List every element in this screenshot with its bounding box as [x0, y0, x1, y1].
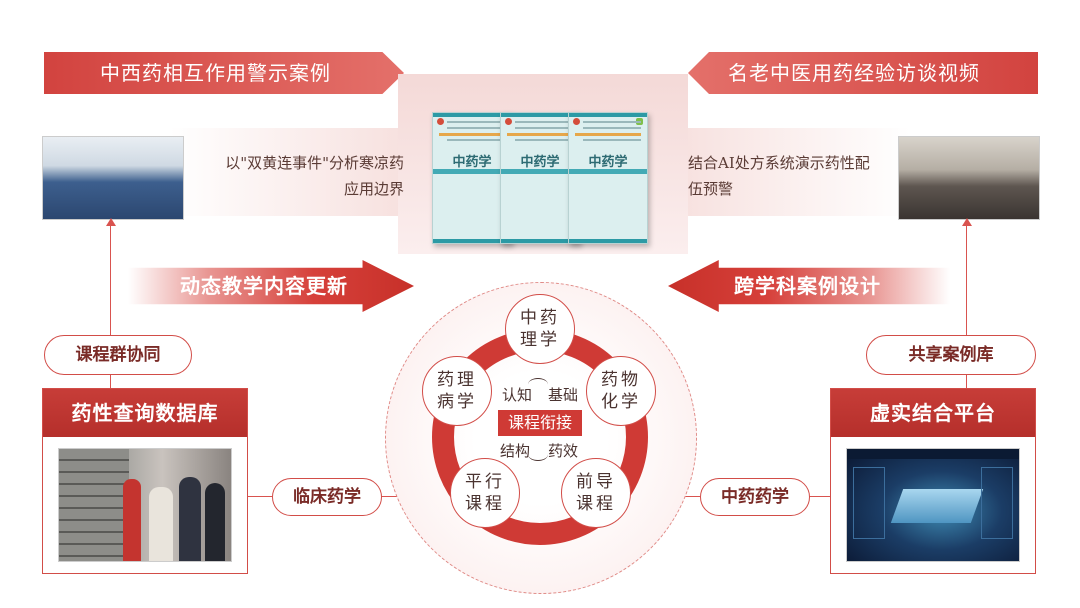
classroom-photo-left: [42, 136, 184, 220]
inner-label-cognition: 认知: [502, 386, 533, 404]
virtual-platform-screenshot: [846, 448, 1020, 562]
connector-line: [110, 224, 111, 335]
textbook-cover: 中药学: [568, 112, 648, 244]
panel-side-right: [680, 128, 910, 216]
badge-icon: [437, 118, 444, 125]
case-design-arrow: 跨学科案例设计: [668, 260, 950, 312]
connector-line: [808, 496, 830, 497]
tcm-pharmacy-label: 中药药学: [700, 478, 810, 516]
badge-icon: [505, 118, 512, 125]
textbook-title: 中药学: [452, 155, 492, 170]
node-medicinal-chemistry: 药物化学: [586, 356, 656, 426]
shared-cases-label: 共享案例库: [866, 335, 1036, 375]
course-connection-label: 课程衔接: [498, 410, 582, 436]
textbook-title: 中药学: [520, 155, 560, 170]
banner-interview-videos: 名老中医用药经验访谈视频: [688, 52, 1038, 94]
curve-arrow-icon: [528, 378, 548, 391]
pharmacy-photo: [58, 448, 232, 562]
case-description-right: 结合AI处方系统演示药性配伍预警: [688, 154, 870, 198]
classroom-photo-right: [898, 136, 1040, 220]
course-group-label: 课程群协同: [44, 335, 192, 375]
connector-line: [966, 373, 967, 388]
node-tcm-pharmacology: 中药理学: [505, 294, 575, 364]
panel-side-left: [170, 128, 400, 216]
connector-line: [246, 496, 272, 497]
inner-label-efficacy: 药效: [548, 442, 579, 460]
node-parallel-courses: 平行课程: [450, 458, 520, 528]
node-pharmacopathology: 药理病学: [422, 356, 492, 426]
case-description-left: 以"双黄连事件"分析寒凉药应用边界: [225, 154, 404, 198]
curve-arrow-icon: [528, 448, 548, 461]
inner-label-foundation: 基础: [548, 386, 579, 404]
banner-interaction-cases: 中西药相互作用警示案例: [44, 52, 404, 94]
arrow-up-icon: [962, 218, 972, 226]
badge-icon: [573, 118, 580, 125]
database-title: 药性查询数据库: [43, 389, 247, 437]
connector-line: [966, 224, 967, 335]
content-update-arrow: 动态教学内容更新: [128, 260, 414, 312]
arrow-up-icon: [106, 218, 116, 226]
node-prerequisite-courses: 前导课程: [561, 458, 631, 528]
inner-label-structure: 结构: [500, 442, 531, 460]
textbook-cover: 中药学: [500, 112, 580, 244]
textbook-title: 中药学: [588, 155, 628, 170]
clinical-pharmacy-label: 临床药学: [272, 478, 382, 516]
platform-title: 虚实结合平台: [831, 389, 1035, 437]
connector-line: [110, 373, 111, 388]
